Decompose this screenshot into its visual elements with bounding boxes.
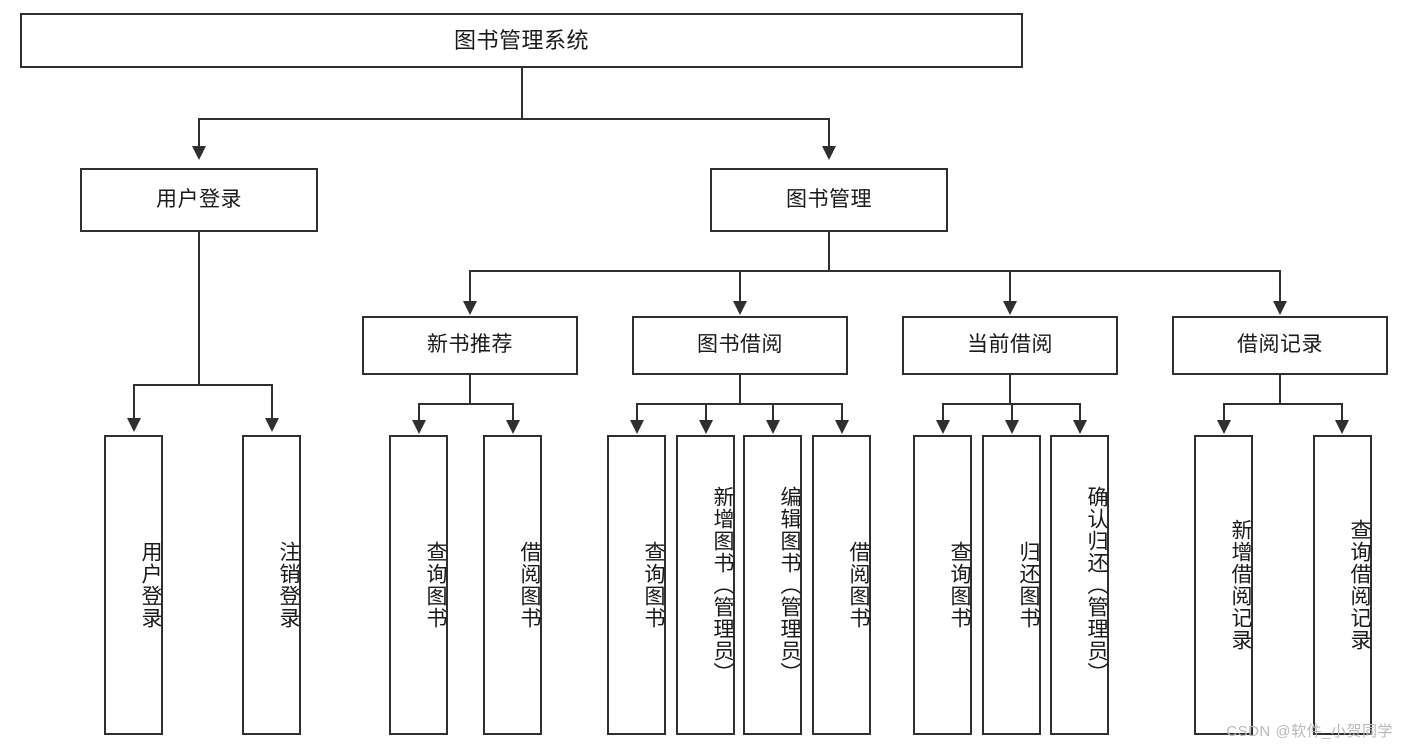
connector-new-book-to-leaf-2 — [512, 403, 514, 421]
connector-new-book-stem — [469, 375, 471, 403]
connector-book-borrow-bus — [636, 403, 843, 405]
arrowhead-bb-leaf-2 — [699, 420, 713, 434]
leaf-user-login-logout[interactable]: 注销登录 — [242, 435, 301, 735]
arrowhead-user-login-leaf-1 — [127, 418, 141, 432]
connector-book-management-stem — [828, 232, 830, 270]
arrowhead-new-book-leaf-2 — [506, 420, 520, 434]
node-label: 新书推荐 — [427, 333, 513, 357]
connector-book-management-bus — [469, 270, 1281, 272]
node-label: 借阅记录 — [1237, 333, 1323, 357]
connector-bb-to-leaf-2 — [705, 403, 707, 421]
arrowhead-to-user-login — [192, 146, 206, 160]
arrowhead-bb-leaf-3 — [766, 420, 780, 434]
node-label: 编辑图书（管理员） — [778, 486, 801, 684]
arrowhead-br-leaf-2 — [1335, 420, 1349, 434]
arrowhead-new-book-leaf-1 — [412, 420, 426, 434]
node-label: 查询借阅记录 — [1348, 519, 1371, 651]
arrowhead-cb-leaf-1 — [936, 420, 950, 434]
node-label: 新增图书（管理员） — [711, 486, 734, 684]
connector-borrow-record-bus — [1223, 403, 1343, 405]
connector-bm-to-book-borrow — [739, 270, 741, 302]
connector-new-book-bus — [418, 403, 514, 405]
arrowhead-new-book-recommend — [463, 301, 477, 315]
connector-bb-to-leaf-1 — [636, 403, 638, 421]
node-root-book-management-system[interactable]: 图书管理系统 — [20, 13, 1023, 68]
connector-br-to-leaf-1 — [1223, 403, 1225, 421]
arrowhead-current-borrow — [1003, 301, 1017, 315]
connector-user-login-stem — [198, 232, 200, 384]
connector-user-login-to-leaf-2 — [271, 384, 273, 419]
leaf-book-borrow-edit-book[interactable]: 编辑图书（管理员） — [743, 435, 802, 735]
leaf-current-borrow-return-book[interactable]: 归还图书 — [982, 435, 1041, 735]
connector-bb-to-leaf-4 — [841, 403, 843, 421]
node-new-book-recommend[interactable]: 新书推荐 — [362, 316, 578, 375]
node-label: 新增借阅记录 — [1229, 519, 1252, 651]
node-label: 用户登录 — [139, 541, 162, 629]
arrowhead-borrow-record — [1273, 301, 1287, 315]
node-label: 用户登录 — [156, 187, 242, 211]
leaf-new-book-borrow-book[interactable]: 借阅图书 — [483, 435, 542, 735]
node-book-borrow[interactable]: 图书借阅 — [632, 316, 848, 375]
leaf-current-borrow-confirm-return[interactable]: 确认归还（管理员） — [1050, 435, 1109, 735]
node-book-management[interactable]: 图书管理 — [710, 168, 948, 232]
node-label: 确认归还（管理员） — [1085, 486, 1108, 684]
node-label: 归还图书 — [1017, 541, 1040, 629]
connector-user-login-bus — [133, 384, 272, 386]
arrowhead-to-book-management — [822, 146, 836, 160]
arrowhead-user-login-leaf-2 — [265, 418, 279, 432]
leaf-borrow-record-query-record[interactable]: 查询借阅记录 — [1313, 435, 1372, 735]
node-label: 图书借阅 — [697, 333, 783, 357]
leaf-new-book-query-book[interactable]: 查询图书 — [389, 435, 448, 735]
watermark: CSDN @软件_小贺同学 — [1226, 723, 1393, 740]
node-user-login[interactable]: 用户登录 — [80, 168, 318, 232]
arrowhead-bb-leaf-1 — [630, 420, 644, 434]
node-borrow-record[interactable]: 借阅记录 — [1172, 316, 1388, 375]
arrowhead-bb-leaf-4 — [835, 420, 849, 434]
connector-current-borrow-stem — [1009, 375, 1011, 403]
node-label: 查询图书 — [948, 541, 971, 629]
connector-root-to-book-management — [828, 118, 830, 148]
connector-book-borrow-stem — [739, 375, 741, 403]
leaf-book-borrow-add-book[interactable]: 新增图书（管理员） — [676, 435, 735, 735]
connector-new-book-to-leaf-1 — [418, 403, 420, 421]
leaf-borrow-record-add-record[interactable]: 新增借阅记录 — [1194, 435, 1253, 735]
arrowhead-cb-leaf-3 — [1073, 420, 1087, 434]
node-label: 当前借阅 — [967, 333, 1053, 357]
connector-user-login-to-leaf-1 — [133, 384, 135, 419]
node-label: 借阅图书 — [847, 541, 870, 629]
node-label: 注销登录 — [277, 541, 300, 629]
connector-cb-to-leaf-2 — [1011, 403, 1013, 421]
node-label: 查询图书 — [642, 541, 665, 629]
connector-bm-to-new-book — [469, 270, 471, 302]
arrowhead-book-borrow — [733, 301, 747, 315]
arrowhead-cb-leaf-2 — [1005, 420, 1019, 434]
connector-bm-to-borrow-record — [1279, 270, 1281, 302]
leaf-book-borrow-borrow-book[interactable]: 借阅图书 — [812, 435, 871, 735]
connector-br-to-leaf-2 — [1341, 403, 1343, 421]
node-label: 查询图书 — [424, 541, 447, 629]
node-current-borrow[interactable]: 当前借阅 — [902, 316, 1118, 375]
connector-root-stem — [521, 68, 523, 118]
leaf-book-borrow-query-book[interactable]: 查询图书 — [607, 435, 666, 735]
node-label: 借阅图书 — [518, 541, 541, 629]
connector-root-to-user-login — [198, 118, 200, 148]
connector-borrow-record-stem — [1279, 375, 1281, 403]
leaf-current-borrow-query-book[interactable]: 查询图书 — [913, 435, 972, 735]
connector-cb-to-leaf-3 — [1079, 403, 1081, 421]
node-label: 图书管理系统 — [453, 27, 589, 53]
arrowhead-br-leaf-1 — [1217, 420, 1231, 434]
connector-root-bus — [198, 118, 830, 120]
node-label: 图书管理 — [786, 187, 872, 211]
leaf-user-login-login[interactable]: 用户登录 — [104, 435, 163, 735]
connector-bb-to-leaf-3 — [772, 403, 774, 421]
connector-cb-to-leaf-1 — [942, 403, 944, 421]
connector-bm-to-current-borrow — [1009, 270, 1011, 302]
